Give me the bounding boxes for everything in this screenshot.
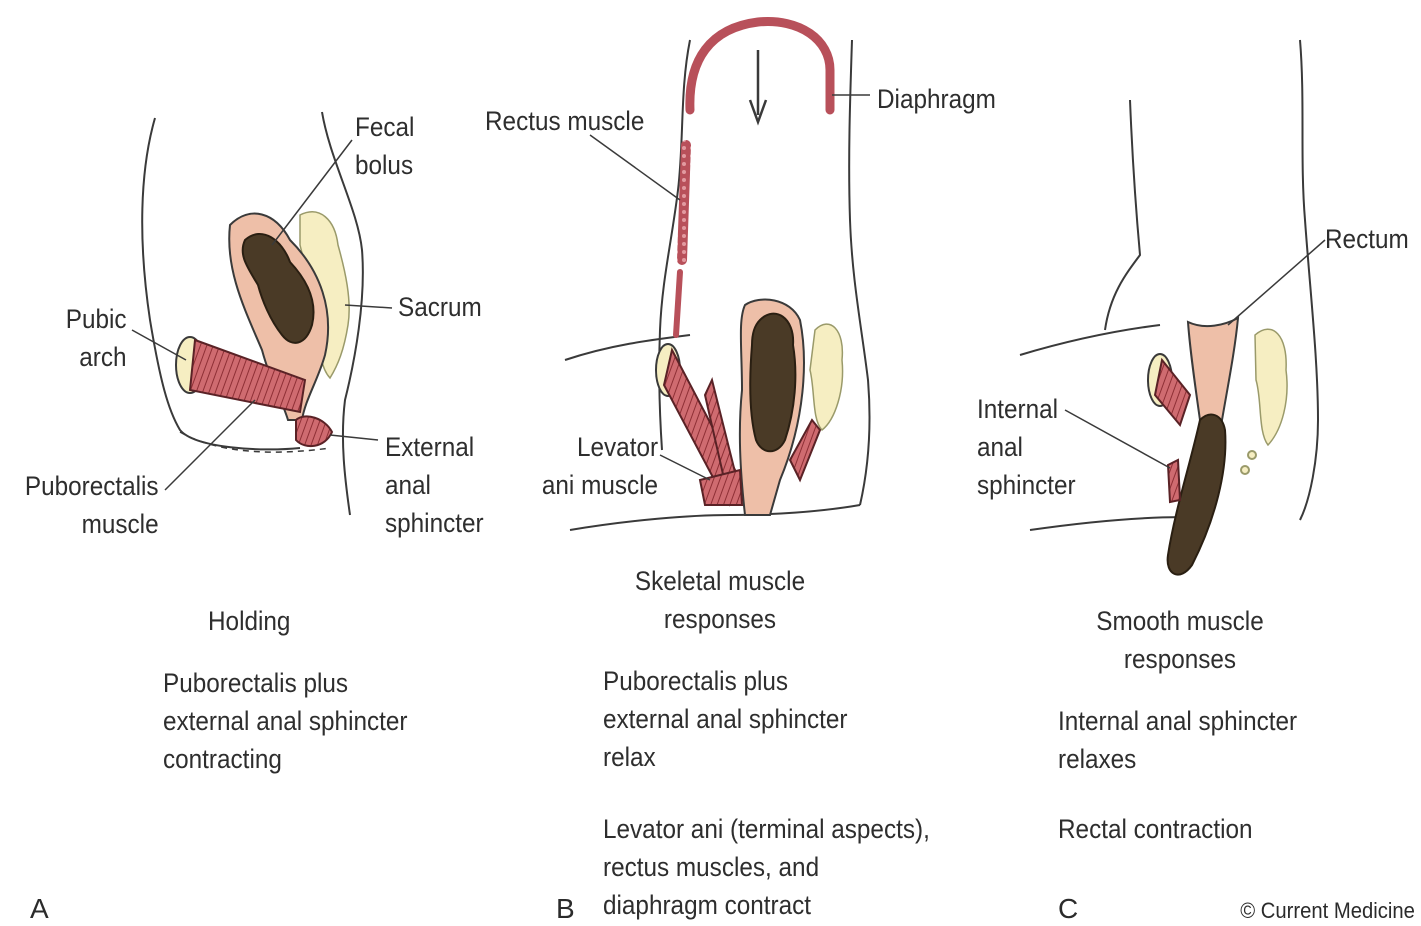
label-fecal-bolus: Fecal bolus [355, 108, 414, 184]
panel-b-body-back [849, 40, 869, 505]
panel-c-caption-1: Internal anal sphincter relaxes [1058, 702, 1297, 778]
panel-b-rectus-muscle [682, 145, 686, 260]
panel-a-external-sphincter [296, 416, 332, 446]
panel-b-caption-1: Puborectalis plus external anal sphincte… [603, 662, 848, 776]
copyright-notice: © Current Medicine [1240, 898, 1415, 924]
label-diaphragm: Diaphragm [877, 80, 996, 118]
label-puborectalis-muscle: Puborectalis muscle [25, 467, 159, 543]
panel-a-figure [132, 112, 392, 515]
panel-a-title: Holding [208, 602, 290, 640]
label-rectus-muscle: Rectus muscle [485, 102, 644, 140]
panel-c-letter: C [1058, 893, 1078, 925]
label-pubic-arch: Pubic arch [66, 300, 127, 376]
panel-b-title: Skeletal muscle responses [612, 562, 828, 638]
panel-b-feces [750, 314, 795, 452]
panel-c-body-back [1300, 40, 1318, 520]
panel-b-caption-2: Levator ani (terminal aspects), rectus m… [603, 810, 930, 924]
panel-b-diaphragm [690, 22, 830, 110]
label-external-anal-sphincter: External anal sphincter [385, 428, 484, 542]
panel-b-letter: B [556, 893, 575, 925]
label-internal-anal-sphincter: Internal anal sphincter [977, 390, 1076, 504]
panel-a-caption-1: Puborectalis plus external anal sphincte… [163, 664, 408, 778]
panel-c-caption-2: Rectal contraction [1058, 810, 1252, 848]
label-sacrum: Sacrum [398, 288, 482, 326]
panel-a-letter: A [30, 893, 49, 925]
label-rectum: Rectum [1325, 220, 1409, 258]
panel-c-body-front [1105, 100, 1140, 330]
panel-c-rectum [1188, 318, 1238, 420]
panel-c-internal-sphincter [1168, 460, 1180, 502]
label-levator-ani-muscle: Levator ani muscle [542, 428, 658, 504]
panel-c-title: Smooth muscle responses [1072, 602, 1288, 678]
